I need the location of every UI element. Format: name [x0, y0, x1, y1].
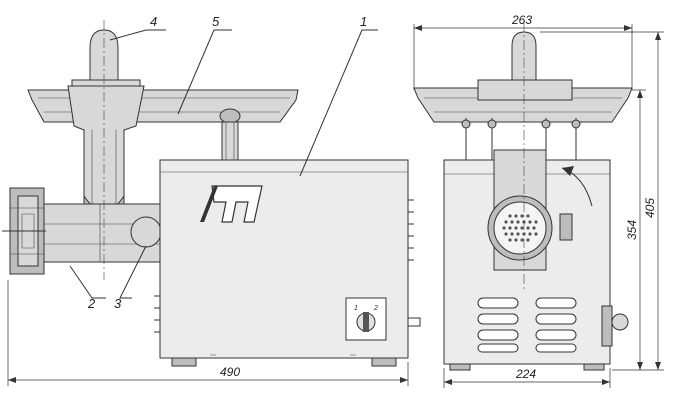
- callout-1: 1: [360, 14, 367, 29]
- dim-base-width: 224: [443, 367, 611, 388]
- dim-263-label: 263: [511, 13, 532, 27]
- callout-3: 3: [114, 296, 122, 311]
- callouts: 4 5 1 2 3: [69, 14, 378, 311]
- dim-side-width: 263: [413, 13, 633, 90]
- callout-4: 4: [150, 14, 157, 29]
- dim-490-label: 490: [220, 365, 240, 379]
- dim-total-length: 490: [7, 280, 409, 386]
- callout-5: 5: [212, 14, 220, 29]
- callout-2: 2: [87, 296, 96, 311]
- side-view: [413, 22, 633, 371]
- tray: [27, 89, 299, 124]
- side-body: [443, 118, 629, 371]
- dim-body-height: 354: [625, 89, 646, 370]
- housing: [39, 203, 162, 263]
- motor-body: 1 2: [154, 159, 421, 367]
- front-view: 1 2: [2, 20, 421, 367]
- feed-tube: [67, 85, 145, 212]
- dim-total-height: 405: [540, 31, 664, 371]
- switch-pos-1: 1: [354, 305, 358, 312]
- vent-slots: [477, 297, 577, 353]
- brand-logo-icon: [200, 185, 263, 223]
- dim-405-label: 405: [643, 198, 657, 218]
- dim-354-label: 354: [625, 220, 639, 240]
- tray-support: [221, 121, 239, 161]
- side-pusher: [477, 31, 573, 101]
- rotary-switch: 1 2: [345, 297, 387, 341]
- grinder-plate: [487, 195, 573, 261]
- switch-pos-2: 2: [373, 305, 378, 312]
- ring-nut: [2, 187, 46, 275]
- dim-224-label: 224: [515, 367, 536, 381]
